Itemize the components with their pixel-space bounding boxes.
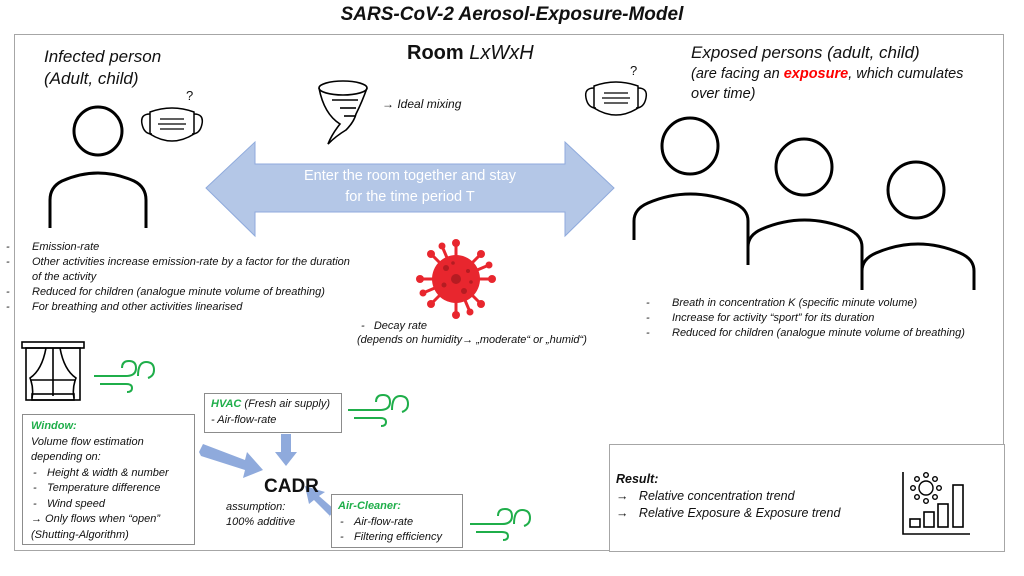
infected-subheading: (Adult, child)	[44, 69, 139, 88]
window-title: Window:	[31, 420, 77, 432]
window-note1: → Only flows when “open”	[31, 513, 160, 525]
double-arrow	[205, 140, 615, 238]
window-item: Wind speed	[31, 497, 186, 513]
window-to-cadr-arrow	[199, 444, 263, 478]
decay-text: - Decay rate (depends on humidity→ „mode…	[357, 319, 587, 347]
result-item: Relative concentration trend	[638, 489, 795, 503]
window-item: Height & width & number	[31, 466, 186, 482]
hvac-to-cadr-arrow	[275, 434, 297, 466]
infected-bullet: Emission-rate	[0, 240, 360, 255]
arrow-text-line1: Enter the room together and stay	[304, 168, 516, 184]
infected-heading: Infected person	[44, 47, 162, 66]
wind-icon	[348, 393, 410, 427]
wind-icon	[94, 359, 156, 393]
exposed-subheading: (are facing an exposure, which cumulates	[691, 64, 963, 84]
cadr-assumption-line2: 100% additive	[226, 516, 296, 528]
infected-bullet: For breathing and other activities linea…	[0, 300, 360, 315]
virus-icon	[416, 239, 496, 319]
wind-icon	[470, 507, 532, 541]
arrow-right-icon: →	[382, 97, 394, 111]
double-arrow-text: Enter the room together and stay for the…	[260, 166, 560, 208]
mask-icon	[140, 107, 204, 142]
result-text: Result: → Relative concentration trend →…	[616, 471, 840, 522]
virus-small-icon	[909, 472, 943, 505]
window-icon	[21, 341, 85, 401]
air-cleaner-item: Air-flow-rate	[338, 515, 456, 531]
window-line2: depending on:	[31, 451, 101, 463]
window-note2: (Shutting-Algorithm)	[31, 528, 129, 541]
hvac-item: - Air-flow-rate	[211, 413, 277, 426]
result-chart-icon	[902, 472, 970, 535]
exposed-sub-line2: over time)	[691, 86, 756, 102]
exposed-bullets: Breath in concentration K (specific minu…	[640, 296, 1020, 341]
aircleaner-to-cadr-arrow	[305, 486, 335, 518]
tornado-icon	[318, 80, 368, 145]
connector-arrows	[199, 434, 335, 518]
infected-bullets: Emission-rate Other activities increase …	[0, 240, 360, 315]
mask-icon	[584, 81, 648, 116]
exposed-bullet: Breath in concentration K (specific minu…	[640, 296, 1020, 311]
air-cleaner-box: Air-Cleaner: Air-flow-rate Filtering eff…	[331, 494, 463, 548]
decay-line1: Decay rate	[373, 320, 428, 332]
cadr-label: CADR	[264, 476, 319, 497]
air-cleaner-item: Filtering efficiency	[338, 530, 456, 546]
arrow-right-icon: →	[616, 506, 629, 520]
exposed-header: Exposed persons (adult, child) (are faci…	[691, 42, 963, 104]
infected-bullet: Reduced for children (analogue minute vo…	[0, 285, 360, 300]
exposed-mask-question: ?	[630, 63, 638, 78]
cadr-assumption: assumption: 100% additive	[226, 500, 295, 530]
decay-line2: (depends on humidity→ „moderate“ or „hum…	[357, 334, 587, 346]
hvac-box: HVAC (Fresh air supply) - Air-flow-rate	[204, 393, 342, 433]
window-box: Window: Volume flow estimation depending…	[22, 414, 195, 545]
exposed-bullet: Reduced for children (analogue minute vo…	[640, 326, 1020, 341]
arrow-right-icon: →	[616, 489, 629, 503]
window-line1: Volume flow estimation	[31, 435, 144, 448]
diagram-title: SARS-CoV-2 Aerosol-Exposure-Model	[340, 4, 684, 25]
arrow-text-line2: for the time period T	[345, 189, 475, 205]
hvac-title-suffix: (Fresh air supply)	[241, 398, 330, 410]
result-item: Relative Exposure & Exposure trend	[638, 506, 841, 520]
exposed-heading: Exposed persons (adult, child)	[691, 43, 920, 62]
exposed-sub-prefix: (are facing an	[691, 66, 784, 82]
hvac-title: HVAC	[211, 398, 242, 410]
ideal-mixing-text: Ideal mixing	[397, 97, 462, 111]
infected-person-icon	[48, 105, 148, 228]
exposed-persons-icon	[632, 116, 976, 290]
window-item: Temperature difference	[31, 481, 186, 497]
result-title: Result:	[616, 472, 659, 486]
infected-header: Infected person (Adult, child)	[44, 46, 161, 90]
air-cleaner-title: Air-Cleaner:	[338, 500, 401, 512]
room-label: Room LxWxH	[407, 42, 534, 65]
room-label-bold: Room	[407, 42, 464, 64]
infected-mask-question: ?	[186, 88, 194, 103]
infected-bullet: Other activities increase emission-rate …	[0, 255, 360, 285]
room-dimensions: LxWxH	[469, 42, 534, 64]
exposed-sub-suffix: , which cumulates	[848, 66, 964, 82]
exposure-highlight: exposure	[783, 66, 849, 82]
ideal-mixing-label: → Ideal mixing	[382, 97, 461, 111]
cadr-assumption-line1: assumption:	[226, 501, 286, 513]
exposed-bullet: Increase for activity “sport” for its du…	[640, 311, 1020, 326]
dash: -	[361, 320, 374, 332]
